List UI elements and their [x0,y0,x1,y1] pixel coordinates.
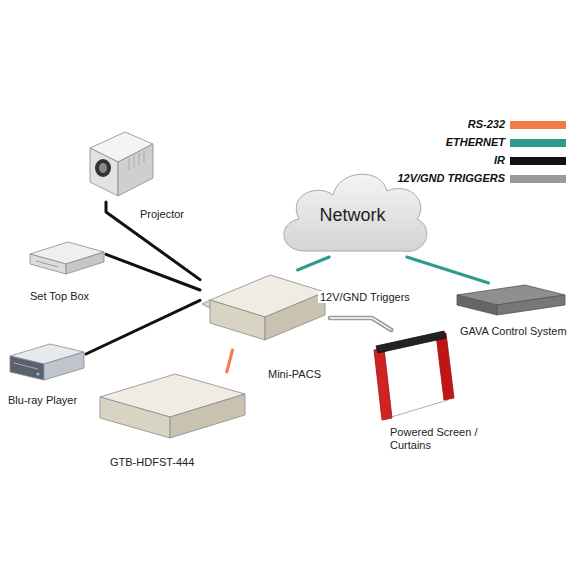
projector-device [90,132,153,196]
device-node: GAVA Control System [455,283,567,317]
device-caption: Mini-PACS [268,368,321,381]
device-caption: Projector [140,208,184,221]
cable-connector [106,202,200,280]
legend-swatch [510,139,566,147]
cloud-label: Network [319,205,385,226]
device-illustration [85,130,155,202]
cable-connector [330,318,391,330]
device-illustration [200,270,330,350]
network-cloud [284,174,427,251]
legend-swatch [510,157,566,165]
cable-connector [298,257,330,270]
cable-group [106,202,200,280]
control-system-device [457,285,565,315]
set-top-box-device [30,242,104,274]
cable-group [106,254,200,290]
device-node: Powered Screen / Curtains [370,330,455,420]
legend-text: ETHERNET [446,136,505,148]
device-caption: Set Top Box [30,290,89,303]
legend-text: RS-232 [468,118,505,130]
device-illustration [8,342,86,382]
cable-connector [227,350,233,372]
device-caption: GTB-HDFST-444 [110,456,194,469]
powered-screen-device [374,331,454,420]
device-node: Set Top Box [28,240,106,276]
cable-group [298,257,330,270]
device-node: Mini-PACS [200,270,330,350]
cable-connector [86,300,200,354]
gtb-device [100,374,245,438]
device-node: Projector [85,130,155,202]
legend-swatch [510,121,566,129]
cable-group [407,257,489,283]
legend-text: 12V/GND TRIGGERS [397,172,505,184]
edge-label: 12V/GND Triggers [318,291,412,303]
device-illustration [28,240,106,276]
cable-connector [407,257,489,283]
cable-group [86,300,200,354]
bluray-device [10,344,84,380]
cable-core [330,318,391,330]
legend-text: IR [494,154,505,166]
device-node: Blu-ray Player [8,342,86,382]
device-caption: Powered Screen / Curtains [390,426,490,452]
cable-group [330,318,391,330]
device-illustration [370,330,455,420]
cable-group [227,350,233,372]
device-illustration [455,283,567,317]
mini-pacs-device [202,275,329,340]
device-caption: GAVA Control System [460,325,567,338]
cable-connector [106,254,200,290]
device-node: GTB-HDFST-444 [95,372,250,442]
legend-swatch [510,175,566,183]
device-caption: Blu-ray Player [8,394,77,407]
device-illustration [95,372,250,442]
